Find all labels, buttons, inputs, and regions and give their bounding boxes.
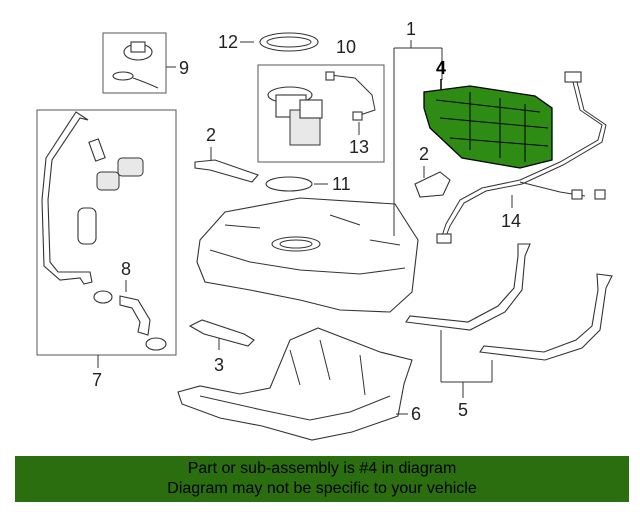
callout-12: 12: [218, 32, 238, 52]
fuel-pump-module-part[interactable]: [267, 86, 323, 146]
fuel-cap-box: [102, 32, 167, 94]
heat-shield-part[interactable]: [177, 327, 413, 441]
filler-pipe-box: [36, 109, 177, 356]
strap-pad-lower-part[interactable]: [188, 319, 255, 347]
wiring-harness-part[interactable]: [436, 71, 607, 244]
callout-1: 1: [406, 19, 416, 39]
callout-3: 3: [214, 355, 224, 375]
fuel-pump-box: [257, 64, 385, 163]
callout-13: 13: [349, 137, 369, 157]
gasket-part[interactable]: [265, 176, 313, 192]
strap-pad-right-part[interactable]: [414, 171, 451, 198]
callout-8: 8: [121, 259, 131, 279]
filler-pipe-clamps-part[interactable]: [77, 157, 144, 245]
evap-canister-shield-part[interactable]: [423, 85, 553, 169]
callout-5: 5: [458, 400, 468, 420]
parts-diagram: 9 12 10 13 11 2 8 7: [36, 19, 613, 441]
callout-4: 4: [436, 58, 446, 78]
vent-hose-part[interactable]: [93, 290, 167, 351]
filler-pipe-part[interactable]: [41, 111, 106, 285]
strap-pad-left-part[interactable]: [194, 159, 259, 183]
callout-6: 6: [411, 404, 421, 424]
callout-14: 14: [501, 211, 521, 231]
banner-line-1: Part or sub-assembly is #4 in diagram: [187, 460, 457, 477]
tank-straps-part[interactable]: [405, 243, 613, 361]
callout-2b: 2: [419, 144, 429, 164]
callout-7: 7: [92, 370, 102, 390]
info-banner: Part or sub-assembly is #4 in diagram Di…: [15, 456, 629, 502]
callout-9: 9: [179, 58, 189, 78]
fuel-cap-part[interactable]: [112, 41, 159, 89]
callout-11: 11: [332, 174, 351, 194]
fuel-tank-part[interactable]: [196, 197, 419, 313]
callout-10: 10: [336, 37, 356, 57]
fuel-level-sensor-part[interactable]: [325, 71, 376, 121]
banner-line-2: Diagram may not be specific to your vehi…: [167, 480, 477, 497]
callout-2a: 2: [206, 125, 216, 145]
lock-ring-part[interactable]: [259, 32, 319, 52]
